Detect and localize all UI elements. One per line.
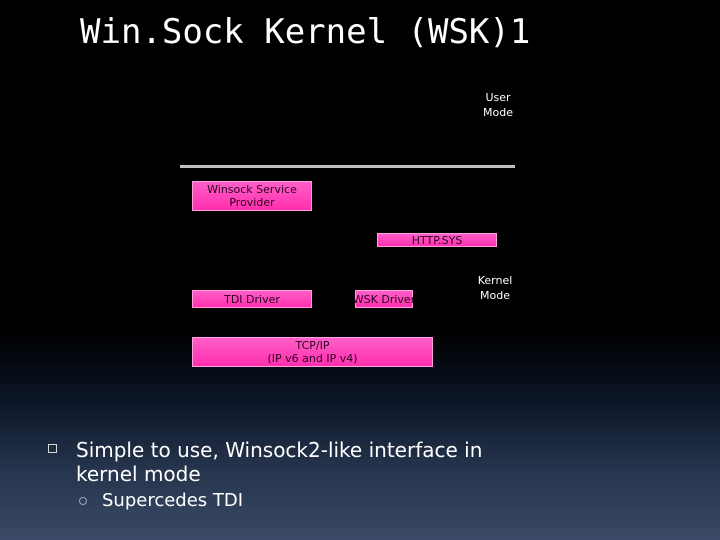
tdi-driver-label: TDI Driver [224,292,280,306]
winsock-service-provider-line-2: Provider [229,196,275,209]
tdi-driver-box: TDI Driver [192,290,312,308]
bullet-list: Simple to use, Winsock2-like interface i… [48,438,688,512]
user-mode-label: User Mode [473,90,523,120]
sub-bullet-text: Supercedes TDI [102,490,244,511]
user-kernel-divider [180,165,515,168]
square-bullet-icon [48,444,57,453]
slide-title: Win.Sock Kernel (WSK)1 [80,12,531,52]
wsk-driver-box: WSK Driver [352,290,416,308]
bullet-text: Simple to use, Winsock2-like interface i… [76,438,483,486]
kernel-mode-label: Kernel Mode [470,273,520,303]
winsock-service-provider-line-1: Winsock Service [207,183,297,196]
sub-bullet-item: Supercedes TDI [48,490,688,512]
wsk-driver-label: WSK Driver [352,292,416,306]
circle-bullet-icon [79,497,87,505]
tcp-ip-box: TCP/IP (IP v6 and IP v4) [192,337,433,367]
winsock-service-provider-box: Winsock Service Provider [192,181,312,211]
tcp-ip-line-2: (IP v6 and IP v4) [267,352,358,365]
http-sys-box: HTTP.SYS [377,233,497,247]
bullet-item: Simple to use, Winsock2-like interface i… [48,438,688,486]
user-mode-label-line-1: User [485,91,511,104]
http-sys-label: HTTP.SYS [411,233,463,247]
kernel-mode-label-line-1: Kernel [477,274,513,287]
user-mode-label-line-2: Mode [483,106,513,119]
kernel-mode-label-line-2: Mode [480,289,510,302]
tcp-ip-line-1: TCP/IP [295,339,330,352]
